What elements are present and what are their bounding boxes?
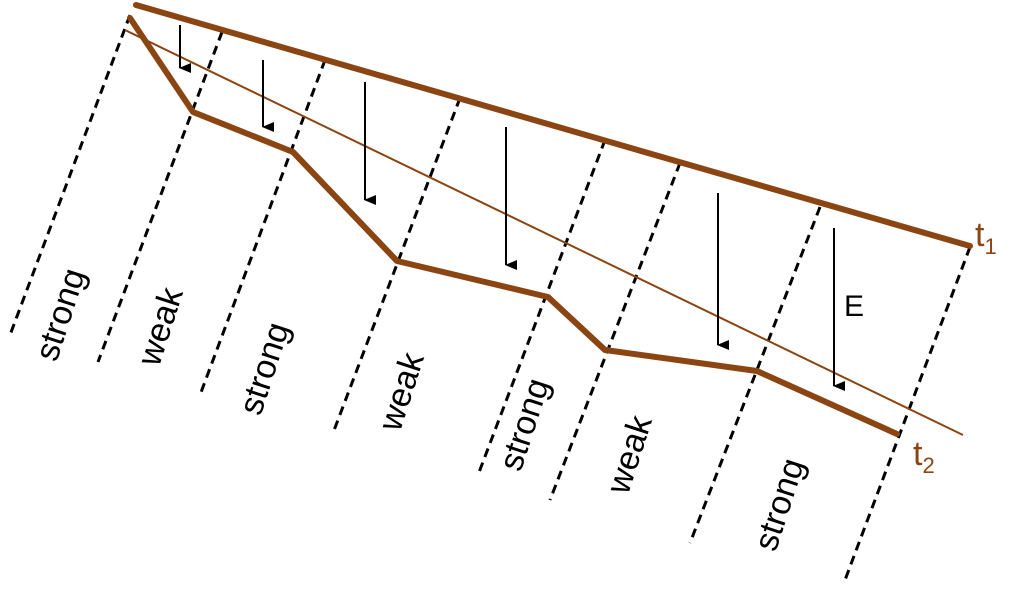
zone-boundary-1 bbox=[8, 14, 132, 336]
field-arrows bbox=[179, 25, 845, 391]
zone-labels: strong weak strong weak strong weak stro… bbox=[28, 264, 812, 556]
zone-label-4: weak bbox=[371, 347, 432, 436]
zone-label-7: strong bbox=[747, 454, 812, 556]
trend-line bbox=[124, 29, 964, 436]
zone-boundary-2 bbox=[96, 31, 224, 363]
line-label-t2-letter: t bbox=[913, 435, 923, 473]
line-label-t2: t2 bbox=[913, 435, 935, 478]
zone-label-2: weak bbox=[130, 282, 191, 371]
line-t2 bbox=[127, 15, 900, 437]
line-label-t1-letter: t bbox=[975, 216, 985, 254]
zone-label-6: weak bbox=[599, 410, 660, 499]
line-label-t1: t1 bbox=[975, 216, 997, 259]
zone-label-1: strong bbox=[28, 264, 93, 366]
zone-label-3: strong bbox=[232, 318, 297, 420]
line-label-t2-subscript: 2 bbox=[922, 453, 934, 478]
line-label-t1-subscript: 1 bbox=[984, 234, 996, 259]
zone-boundary-6 bbox=[548, 162, 682, 501]
field-label-e: E bbox=[844, 290, 864, 323]
zone-boundary-7 bbox=[688, 206, 822, 544]
line-t1 bbox=[133, 2, 973, 249]
zone-label-5: strong bbox=[492, 374, 557, 476]
zone-boundaries bbox=[8, 14, 972, 581]
